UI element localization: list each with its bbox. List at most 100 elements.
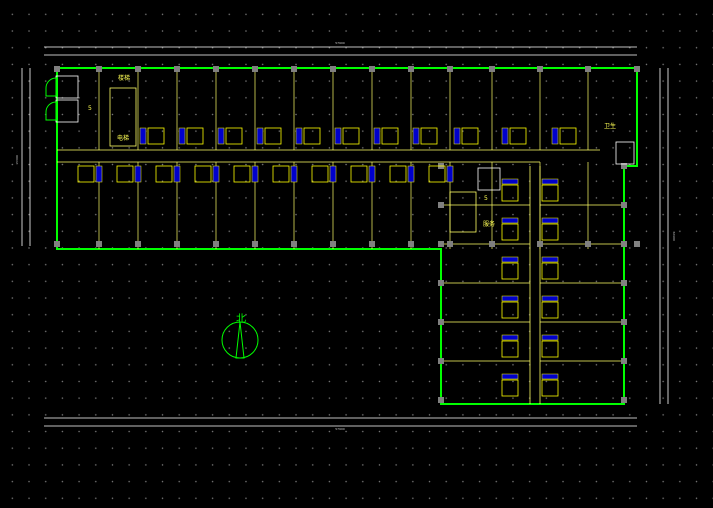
bathroom-pod xyxy=(501,184,519,202)
column xyxy=(54,241,60,247)
column xyxy=(369,241,375,247)
column xyxy=(291,241,297,247)
bathroom-pod xyxy=(342,127,360,145)
room-label-1: 5 xyxy=(88,105,92,112)
column xyxy=(438,397,444,403)
corridor-walls xyxy=(57,149,600,404)
column xyxy=(174,241,180,247)
bathroom-pod xyxy=(559,127,577,145)
column xyxy=(537,241,543,247)
bathtub xyxy=(541,334,559,341)
column xyxy=(489,241,495,247)
bathtub xyxy=(407,165,415,183)
room-labels: 楼梯 电梯 5 5 卫生 服务 xyxy=(88,74,616,228)
bathtub xyxy=(173,165,181,183)
bathroom-pod xyxy=(389,165,407,183)
bathtub xyxy=(501,373,519,380)
north-label: 北 xyxy=(236,313,246,325)
bathroom-pod xyxy=(381,127,399,145)
bathtub xyxy=(501,217,519,224)
bathroom-pod xyxy=(541,301,559,319)
bathroom-pod xyxy=(264,127,282,145)
column xyxy=(447,66,453,72)
bottom-total-dimension: 57900 xyxy=(335,427,345,431)
vertical-cores xyxy=(45,75,635,233)
stair-label: 楼梯 xyxy=(118,74,130,82)
bathroom-pod xyxy=(541,223,559,241)
bathtub xyxy=(453,127,461,145)
column xyxy=(408,66,414,72)
top-dimension-chain: 57900 xyxy=(44,41,637,56)
bathroom-pod xyxy=(541,262,559,280)
column xyxy=(438,358,444,364)
column xyxy=(369,66,375,72)
column xyxy=(621,319,627,325)
column xyxy=(213,241,219,247)
column xyxy=(537,66,543,72)
bathroom-pod xyxy=(501,262,519,280)
bathtub xyxy=(212,165,220,183)
left-total-dimension: 15300 xyxy=(15,155,19,165)
elevator-label: 电梯 xyxy=(117,134,129,142)
bathtub xyxy=(501,334,519,341)
top-total-dimension: 57900 xyxy=(335,41,345,45)
bathroom-pod xyxy=(155,165,173,183)
bathroom-pod xyxy=(501,301,519,319)
bathtub xyxy=(134,165,142,183)
column xyxy=(408,241,414,247)
right-dimension-chain: 32400 xyxy=(659,68,676,404)
column xyxy=(621,163,627,169)
bathtub xyxy=(541,373,559,380)
bathtub xyxy=(541,256,559,263)
bathroom-pod xyxy=(116,165,134,183)
bathtub xyxy=(290,165,298,183)
bathroom-pod xyxy=(194,165,212,183)
column xyxy=(634,241,640,247)
bathroom-pod xyxy=(147,127,165,145)
bathroom-pod xyxy=(420,127,438,145)
bathtub xyxy=(412,127,420,145)
column xyxy=(447,241,453,247)
right-total-dimension: 32400 xyxy=(672,231,676,241)
bathtub xyxy=(251,165,259,183)
room-partitions xyxy=(98,68,624,362)
bathtub xyxy=(368,165,376,183)
service-label: 服务 xyxy=(483,220,495,228)
bottom-dimension-chain: 57900 xyxy=(44,417,637,431)
bathtub xyxy=(541,178,559,185)
column xyxy=(438,319,444,325)
left-dimension-chain: 15300 xyxy=(15,68,31,246)
bathtub xyxy=(501,178,519,185)
bathroom-pod xyxy=(541,340,559,358)
bathtub xyxy=(541,217,559,224)
bathtub xyxy=(373,127,381,145)
bathtub xyxy=(501,256,519,263)
bathtub xyxy=(501,295,519,302)
bathroom-pod xyxy=(272,165,290,183)
right-room-label: 卫生 xyxy=(604,122,616,130)
bathroom-pod xyxy=(509,127,527,145)
outer-walls xyxy=(56,67,638,405)
bathroom-pod xyxy=(233,165,251,183)
bathroom-pod xyxy=(77,165,95,183)
bathroom-pod xyxy=(501,379,519,397)
column xyxy=(621,202,627,208)
column xyxy=(585,66,591,72)
column xyxy=(621,397,627,403)
column xyxy=(54,66,60,72)
column xyxy=(135,66,141,72)
bathtub xyxy=(329,165,337,183)
bathroom-pod xyxy=(541,379,559,397)
column xyxy=(438,280,444,286)
column xyxy=(438,241,444,247)
column xyxy=(585,241,591,247)
bathtub xyxy=(295,127,303,145)
bathroom-pod xyxy=(461,127,479,145)
column xyxy=(330,66,336,72)
bathroom-pod xyxy=(541,184,559,202)
bathtub xyxy=(178,127,186,145)
column xyxy=(621,241,627,247)
column xyxy=(438,202,444,208)
